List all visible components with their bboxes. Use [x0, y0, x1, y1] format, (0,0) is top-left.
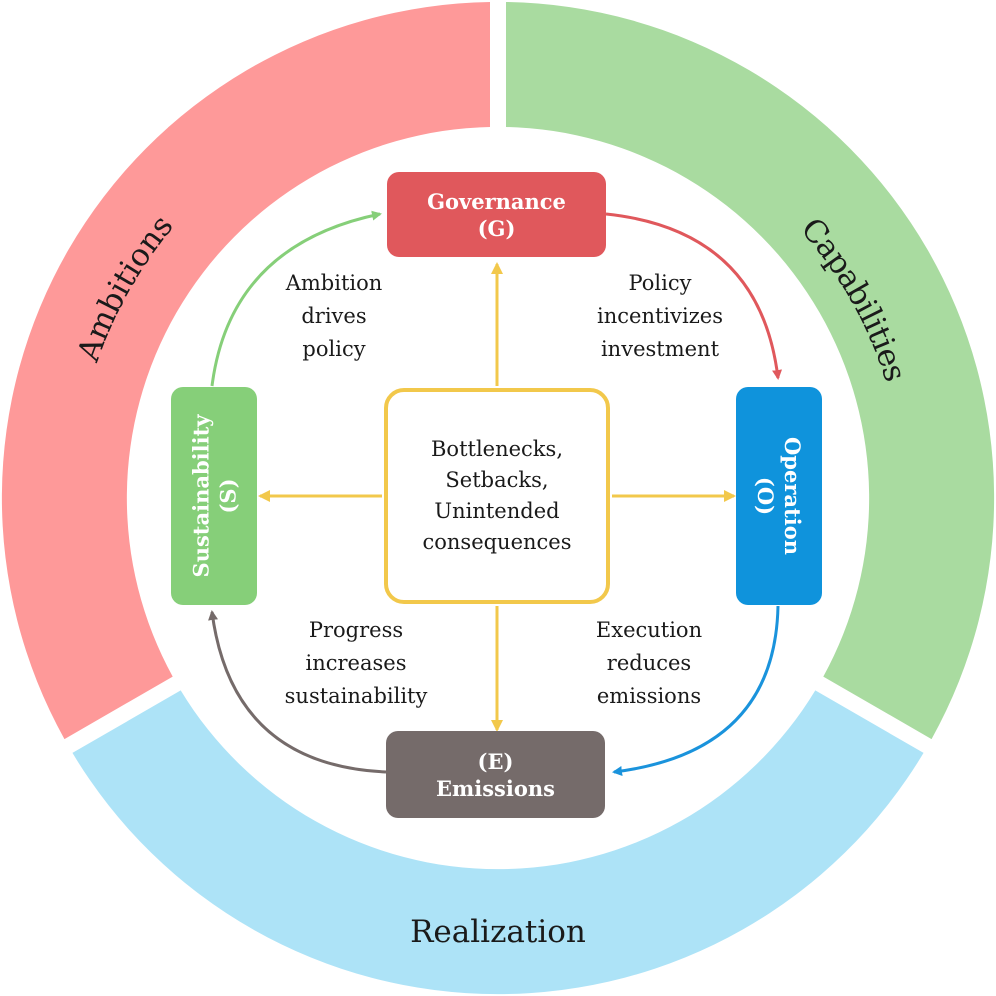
edge-label-line: drives — [301, 304, 367, 328]
ring-segment-ambitions — [1, 2, 490, 740]
node-governance: Governance(G) — [387, 172, 606, 257]
center-line: consequences — [422, 530, 572, 554]
edge-label-line: Policy — [628, 271, 692, 295]
node-sustainability: Sustainability(S) — [171, 387, 257, 605]
edge-label-line: policy — [302, 337, 366, 361]
node-operation-title: Operation — [780, 437, 805, 555]
node-emissions-title: Emissions — [436, 775, 555, 801]
node-governance-code: (G) — [477, 215, 516, 241]
edge-label-line: Ambition — [285, 271, 383, 295]
edge-label-line: increases — [305, 651, 407, 675]
ring-segment-realization — [72, 690, 924, 995]
edge-label-execution-reduces-emissions: Execution reduces emissions — [574, 614, 724, 713]
arrow-emissions-to-sustainability — [208, 610, 387, 774]
edge-label-line: reduces — [606, 651, 692, 675]
edge-label-line: sustainability — [284, 684, 428, 708]
edge-label-policy-incentivizes-investment: Policy incentivizes investment — [580, 267, 740, 366]
edge-label-ambition-drives-policy: Ambition drives policy — [264, 267, 404, 366]
arrow-operation-to-emissions — [612, 605, 780, 776]
ring-segment-capabilities — [506, 2, 995, 740]
edge-label-line: investment — [600, 337, 720, 361]
node-governance-title: Governance — [427, 188, 566, 214]
node-sustainability-code: (S) — [215, 478, 240, 514]
edge-label-line: emissions — [596, 684, 702, 708]
node-operation-code: (O) — [753, 476, 778, 516]
node-operation: Operation(O) — [736, 387, 822, 605]
arrow-governance-to-operation — [605, 212, 782, 380]
node-emissions-code: (E) — [477, 748, 514, 774]
edge-label-line: incentivizes — [597, 304, 723, 328]
ring-label-realization: Realization — [410, 914, 586, 950]
center-line: Bottlenecks, — [431, 437, 563, 461]
edge-label-line: Progress — [308, 618, 404, 642]
arrow-sustainability-to-governance — [210, 210, 382, 387]
node-emissions: (E)Emissions — [386, 731, 605, 818]
center-line: Unintended — [434, 499, 560, 523]
node-sustainability-title: Sustainability — [188, 414, 213, 578]
edge-label-progress-increases-sustainability: Progress increases sustainability — [266, 614, 446, 713]
center-line: Setbacks, — [445, 468, 549, 492]
edge-label-line: Execution — [595, 618, 703, 642]
center-challenges-box: Bottlenecks, Setbacks, Unintended conseq… — [384, 388, 610, 604]
